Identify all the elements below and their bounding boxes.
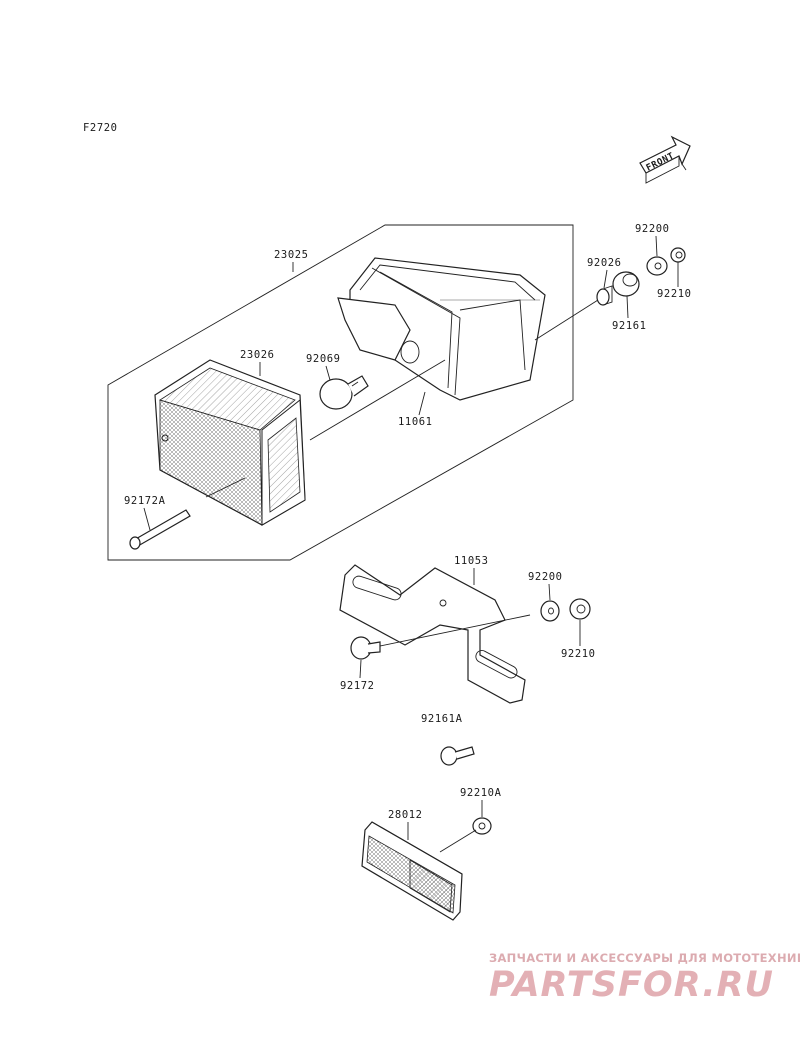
svg-text:92210: 92210 xyxy=(561,648,596,660)
nut-92210A xyxy=(472,817,492,835)
svg-text:92172A: 92172A xyxy=(124,495,166,507)
part-label: 11061 xyxy=(398,391,433,428)
washer-92200-lower xyxy=(540,600,560,622)
watermark: ЗАПЧАСТИ И АКСЕССУАРЫ ДЛЯ МОТОТЕХНИКИ PA… xyxy=(489,951,800,1005)
svg-text:92200: 92200 xyxy=(635,223,670,235)
tail-light-lens xyxy=(154,359,306,526)
svg-text:11061: 11061 xyxy=(398,416,433,428)
svg-text:28012: 28012 xyxy=(388,809,423,821)
svg-text:92210A: 92210A xyxy=(460,787,502,799)
part-label: 92210 xyxy=(657,262,692,300)
part-label: 92172 xyxy=(340,659,375,692)
part-label: 92210 xyxy=(561,620,596,660)
svg-text:11053: 11053 xyxy=(454,555,489,567)
part-label: 23025 xyxy=(274,249,309,272)
screw-long xyxy=(129,509,191,550)
part-label: 92026 xyxy=(587,257,622,289)
svg-text:92172: 92172 xyxy=(340,680,375,692)
bolt-92161A xyxy=(440,746,475,766)
part-label: 92069 xyxy=(306,353,341,381)
part-label: 23026 xyxy=(240,349,275,376)
part-label: 92161A xyxy=(421,713,463,725)
grommet-92161 xyxy=(612,271,640,297)
part-label: 92210A xyxy=(460,787,502,817)
bolt-92172 xyxy=(350,636,381,660)
washer-92200-upper xyxy=(646,256,668,276)
watermark-tagline: ЗАПЧАСТИ И АКСЕССУАРЫ ДЛЯ МОТОТЕХНИКИ xyxy=(489,951,800,965)
svg-text:92200: 92200 xyxy=(528,571,563,583)
svg-text:23026: 23026 xyxy=(240,349,275,361)
svg-text:92210: 92210 xyxy=(657,288,692,300)
reflector xyxy=(361,821,463,921)
part-label: 11053 xyxy=(454,555,489,585)
tail-light-housing xyxy=(337,257,546,401)
part-label: 28012 xyxy=(388,809,423,840)
part-label: 92200 xyxy=(528,571,563,601)
bracket xyxy=(339,564,526,704)
front-arrow-icon: FRONT xyxy=(639,135,691,184)
svg-text:92026: 92026 xyxy=(587,257,622,269)
figure-code: F2720 xyxy=(83,122,118,134)
bulb xyxy=(319,375,369,410)
svg-text:92069: 92069 xyxy=(306,353,341,365)
nut-92210-upper xyxy=(670,247,686,263)
svg-text:92161: 92161 xyxy=(612,320,647,332)
watermark-logo: PARTSFOR.RU xyxy=(489,965,774,1005)
assembly-outline xyxy=(107,224,574,561)
svg-text:92161A: 92161A xyxy=(421,713,463,725)
part-label: 92200 xyxy=(635,223,670,257)
collar-92026 xyxy=(596,285,613,306)
part-label: 92172A xyxy=(124,495,166,531)
svg-text:23025: 23025 xyxy=(274,249,309,261)
nut-92210-lower xyxy=(569,598,591,620)
part-label: 92161 xyxy=(612,295,647,332)
